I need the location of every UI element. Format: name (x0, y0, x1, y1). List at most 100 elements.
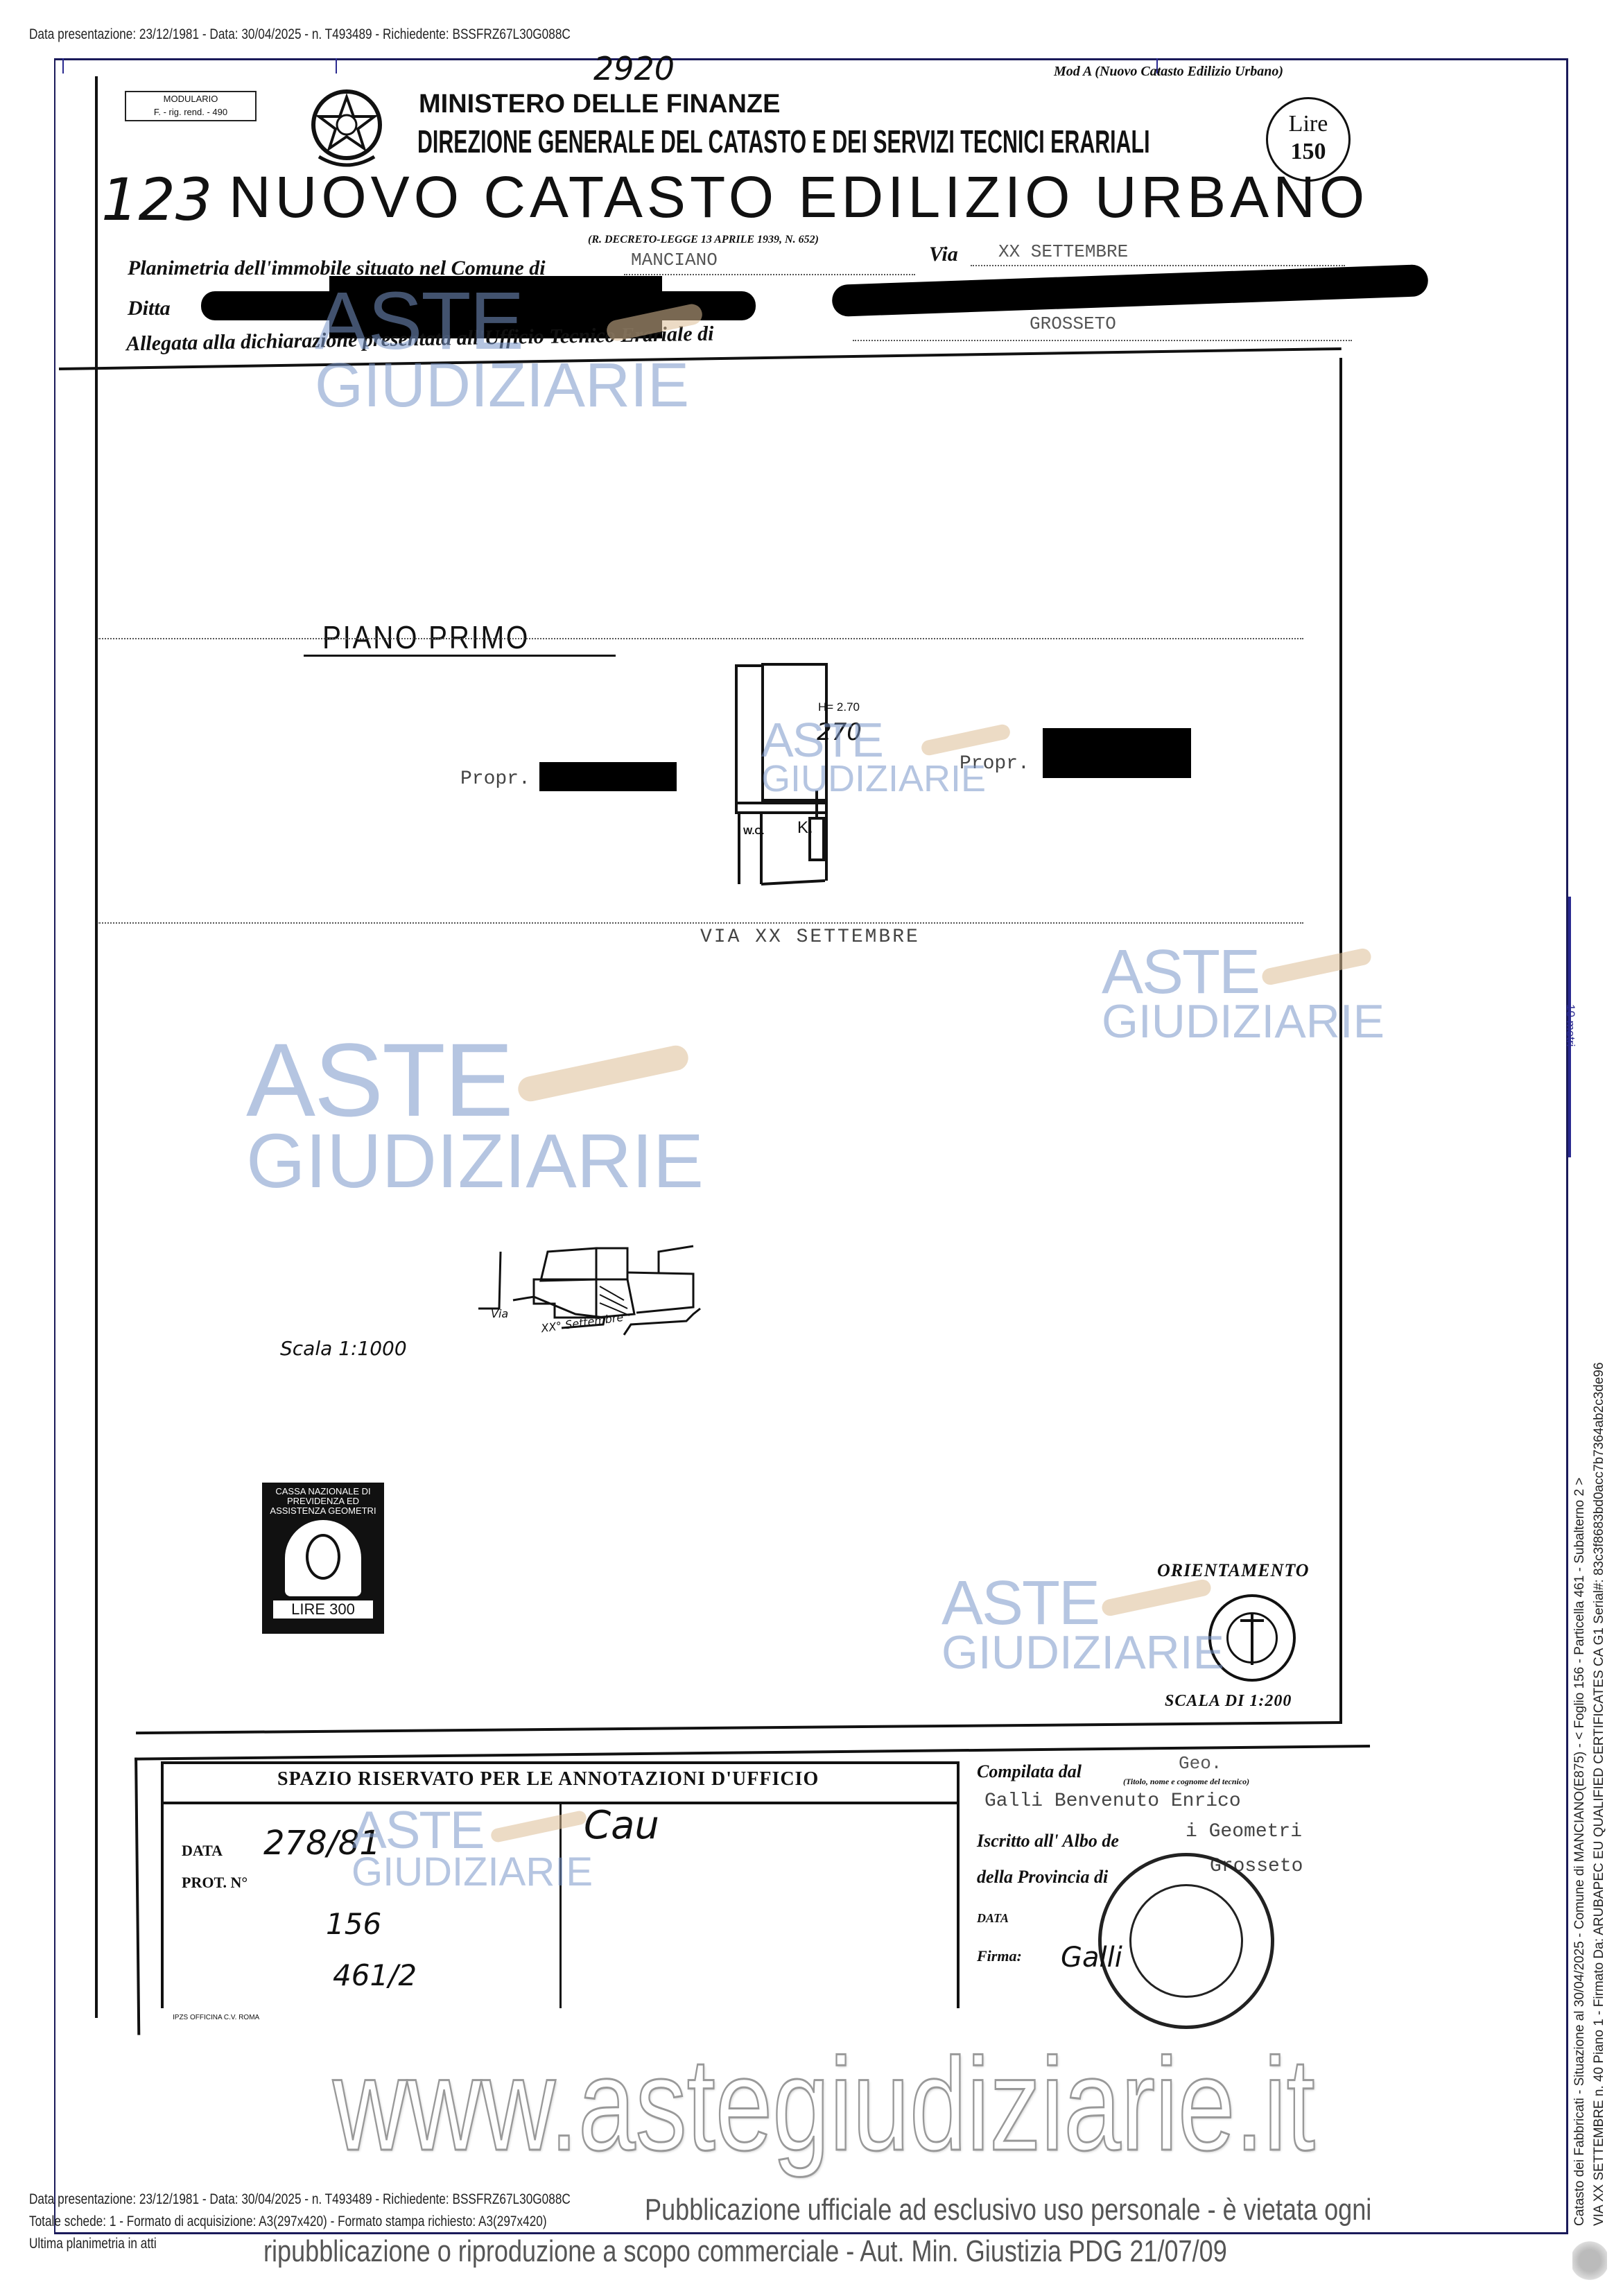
orientation-label: ORIENTAMENTO (1157, 1560, 1310, 1580)
form-title: NUOVO CATASTO EDILIZIO URBANO (229, 164, 1369, 230)
dotted-line (97, 922, 1303, 924)
watermark-brand-bottom: GIUDIZIARIE (1102, 995, 1385, 1048)
italian-emblem-icon (305, 82, 388, 173)
office-header: SPAZIO RISERVATO PER LE ANNOTAZIONI D'UF… (277, 1768, 819, 1790)
watermark-brand-bottom: GIUDIZIARIE (761, 758, 987, 800)
revenue-stamp-text: CASSA NAZIONALE DI PREVIDENZA ED ASSISTE… (270, 1486, 376, 1516)
side-signature-info: VIA XX SETTEMBRE n. 40 Piano 1 - Firmato… (1592, 1362, 1606, 2226)
office-signature: Cau (584, 1803, 659, 1848)
form-left-border (95, 76, 98, 2018)
watermark-brand-top: ASTE (761, 713, 884, 767)
office-column-divider (559, 1803, 562, 2008)
plan-scale: SCALA DI 1:200 (1165, 1692, 1292, 1710)
watermark-brand-top: ASTE (246, 1021, 514, 1138)
lire-value: 150 (1290, 139, 1326, 164)
side-cadastral-info: Catasto dei Fabbricati - Situazione al 3… (1572, 1477, 1587, 2226)
mod-label: Mod A (Nuovo Catasto Edilizio Urbano) (1054, 64, 1283, 79)
room-wc: W.C. (743, 825, 765, 836)
direction-name: DIREZIONE GENERALE DEL CATASTO E DEI SER… (417, 123, 1150, 159)
footer-line1: Data presentazione: 23/12/1981 - Data: 3… (29, 2191, 571, 2207)
provincia-label: della Provincia di (977, 1867, 1109, 1887)
frame-tick (62, 58, 64, 74)
watermark-brand-bottom: GIUDIZIARIE (351, 1849, 593, 1895)
firma-label: Firma: (977, 1947, 1022, 1965)
watermark-brand-bottom: GIUDIZIARIE (246, 1119, 704, 1204)
office-particella: 461/2 (333, 1958, 417, 1992)
office-data-value: 278/81 (263, 1824, 381, 1863)
watermark-site: www.astegiudiziarie.it (332, 2031, 1316, 2179)
revenue-stamp: CASSA NAZIONALE DI PREVIDENZA ED ASSISTE… (262, 1483, 384, 1634)
drawing-right-border (1339, 358, 1342, 1723)
dotted-line (853, 340, 1352, 341)
planimetria-label: Planimetria dell'immobile situato nel Co… (128, 257, 546, 279)
frame-tick (336, 58, 337, 74)
lire-label: Lire (1288, 111, 1328, 137)
height-label: H= 2.70 (818, 700, 860, 714)
neighbor-left: Propr. (460, 768, 530, 790)
watermark-notice-1: Pubblicazione ufficiale ad esclusivo uso… (645, 2193, 1372, 2227)
header-meta: Data presentazione: 23/12/1981 - Data: 3… (29, 26, 571, 42)
revenue-stamp-value: LIRE 300 (273, 1600, 373, 1619)
modulario-code: F. - rig. rend. - 490 (153, 107, 228, 117)
watermark-brand-bottom: GIUDIZIARIE (315, 351, 690, 421)
lire-stamp: Lire 150 (1266, 97, 1351, 182)
floor-plan (735, 663, 828, 886)
redaction (1043, 728, 1191, 778)
location-sketch (478, 1245, 701, 1336)
professional-seal-icon (1098, 1853, 1274, 2029)
modulario-box: MODULARIO F. - rig. rend. - 490 (125, 91, 257, 121)
watermark-brand-top: ASTE (351, 1801, 485, 1860)
seal-icon (1572, 2240, 1607, 2281)
via-label: Via (929, 243, 958, 266)
handwritten-height: 270 (817, 718, 862, 746)
watermark-brand-top: ASTE (315, 275, 524, 367)
compilata-label: Compilata dal (977, 1761, 1082, 1781)
street-label: VIA XX SETTEMBRE (700, 926, 920, 948)
frame-tick (1156, 58, 1158, 74)
office-data-label: DATA (182, 1842, 223, 1859)
modulario-label: MODULARIO (163, 94, 218, 104)
neighbor-right: Propr. (960, 753, 1030, 775)
office-foglio: 156 (326, 1907, 382, 1941)
compiler-title: Geo. (1179, 1753, 1222, 1774)
dotted-line (971, 265, 1345, 266)
office-box (161, 1761, 960, 2008)
signature: Galli (1061, 1942, 1122, 1974)
compiler-data-label: DATA (977, 1911, 1009, 1925)
watermark-brand-top: ASTE (1102, 938, 1260, 1007)
albo-label: Iscritto all' Albo de (977, 1831, 1119, 1851)
printer-label: IPZS OFFICINA C.V. ROMA (173, 2014, 260, 2021)
ditta-label: Ditta (128, 297, 171, 320)
via-value: XX SETTEMBRE (998, 241, 1129, 262)
watermark-brand-top: ASTE (941, 1569, 1100, 1638)
dotted-line (97, 638, 1303, 639)
room-kitchen: K. (797, 818, 813, 837)
location-scale: Scala 1:1000 (280, 1337, 407, 1360)
redaction (539, 762, 677, 791)
scale-bar-label: 10 metri (1564, 1004, 1577, 1047)
compiler-title-hint: (Titolo, nome e cognome del tecnico) (1123, 1777, 1250, 1786)
ministry-name: MINISTERO DELLE FINANZE (419, 89, 781, 119)
location-street-a: Via (491, 1307, 509, 1320)
footer-line3: Ultima planimetria in atti (29, 2236, 157, 2252)
portrait-icon (285, 1520, 361, 1596)
dotted-line (624, 274, 915, 275)
handwritten-number: 2920 (593, 50, 675, 87)
floor-title: PIANO PRIMO (322, 619, 530, 655)
ufficio-value: GROSSETO (1030, 313, 1116, 334)
albo-value: i Geometri (1186, 1821, 1303, 1842)
comune-value: MANCIANO (631, 250, 718, 270)
page-frame (54, 58, 1568, 2234)
office-prot-label: PROT. N° (182, 1874, 248, 1891)
handwritten-title-number: 123 (101, 166, 213, 234)
north-arrow-icon (1208, 1594, 1296, 1682)
compiler-name: Galli Benvenuto Enrico (984, 1790, 1241, 1812)
decree: (R. DECRETO-LEGGE 13 APRILE 1939, N. 652… (588, 234, 819, 245)
watermark-brand-bottom: GIUDIZIARIE (941, 1626, 1225, 1679)
